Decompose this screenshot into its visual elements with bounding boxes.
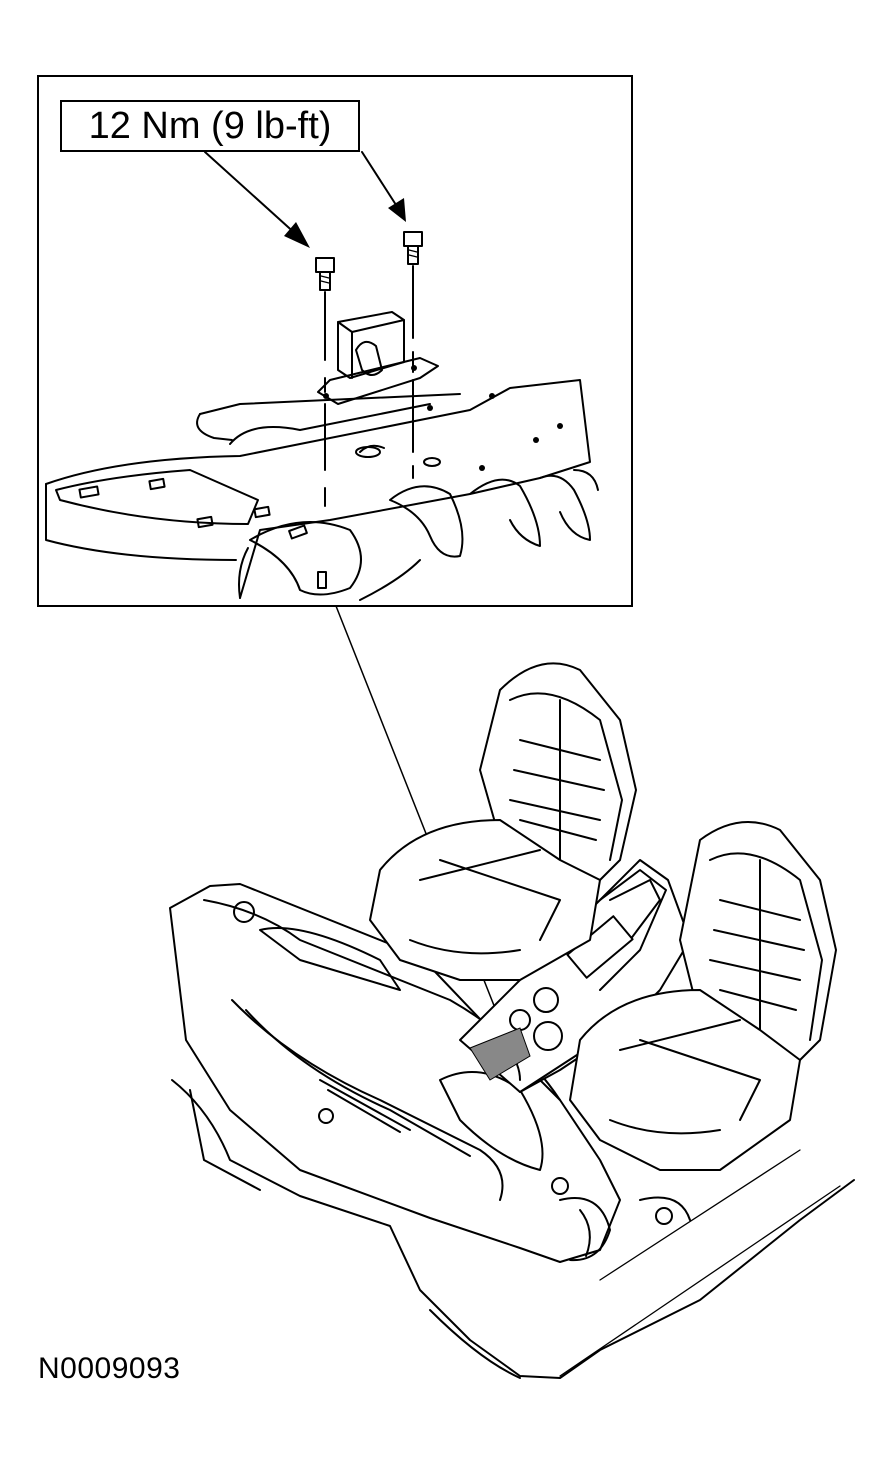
vehicle-interior [169, 662, 855, 1379]
torque-callout: 12 Nm (9 lb-ft) [60, 100, 360, 152]
leader-arrow-left [204, 151, 310, 248]
bolt-icon [403, 231, 423, 373]
bracket-part [317, 311, 439, 405]
floor-pan-detail [45, 379, 599, 601]
inset-frame [37, 75, 633, 607]
bolt-icon [315, 257, 335, 393]
leader-arrow-right [361, 151, 406, 222]
figure-id: N0009093 [38, 1352, 181, 1385]
